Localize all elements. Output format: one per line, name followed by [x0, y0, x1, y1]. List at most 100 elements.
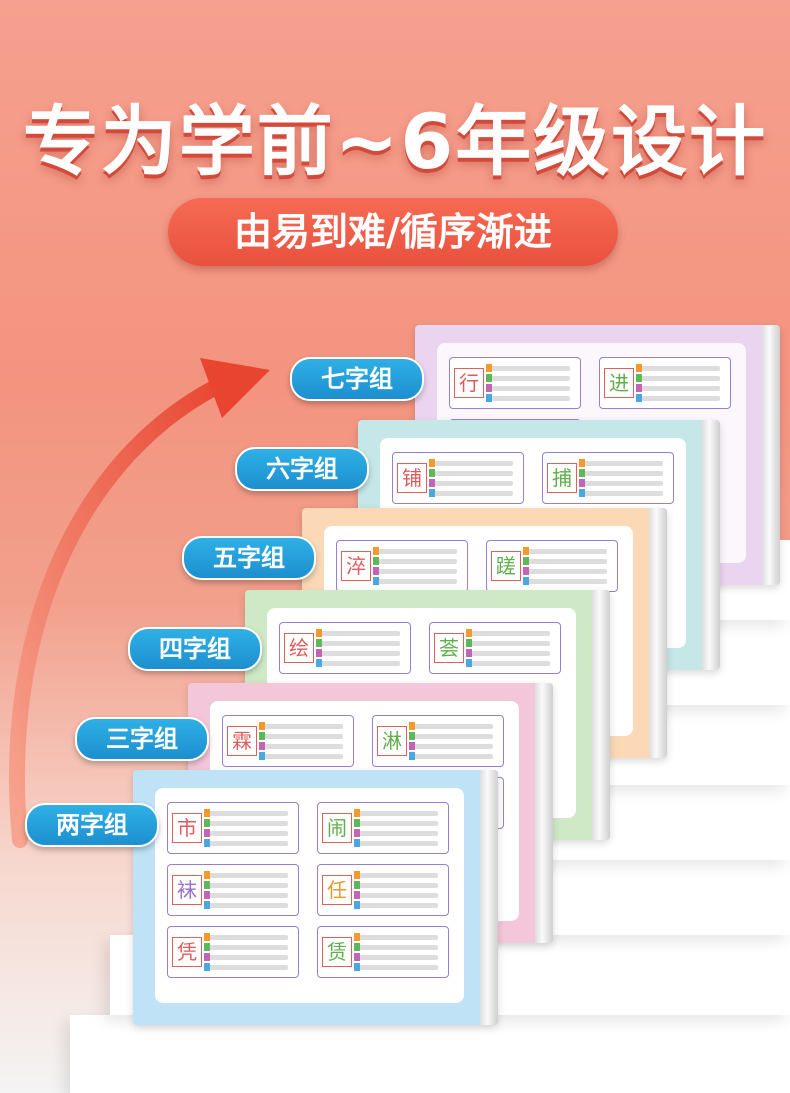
- color-tag: [316, 659, 322, 667]
- hanzi-char: 进: [604, 368, 634, 398]
- word-card: 霖: [222, 715, 354, 767]
- text-line: [490, 366, 570, 371]
- text-line: [263, 744, 343, 749]
- hanzi-char: 淬: [341, 551, 371, 581]
- text-line: [413, 744, 493, 749]
- word-card: 市: [167, 802, 299, 854]
- color-tag: [259, 732, 265, 740]
- text-line: [358, 873, 438, 878]
- hanzi-char: 淋: [377, 726, 407, 756]
- text-line: [470, 651, 550, 656]
- word-card: 进: [599, 357, 731, 409]
- hanzi-char: 蹉: [491, 551, 521, 581]
- text-line: [527, 579, 607, 584]
- color-tag: [429, 489, 435, 497]
- text-line: [377, 559, 457, 564]
- color-tag: [466, 659, 472, 667]
- text-line: [433, 471, 513, 476]
- level-label-four[interactable]: 四字组: [128, 627, 262, 671]
- level-label-two[interactable]: 两字组: [25, 803, 159, 847]
- color-tag: [373, 567, 379, 575]
- color-tag: [523, 567, 529, 575]
- text-line: [208, 811, 288, 816]
- text-line: [208, 883, 288, 888]
- level-label-six[interactable]: 六字组: [235, 447, 369, 491]
- color-tag: [354, 809, 360, 817]
- text-line: [320, 661, 400, 666]
- color-tag: [523, 547, 529, 555]
- hanzi-char: 市: [172, 813, 202, 843]
- level-label-seven[interactable]: 七字组: [290, 357, 424, 401]
- word-card: 绘: [279, 622, 411, 674]
- color-tag: [636, 394, 642, 402]
- word-card: 捕: [542, 452, 674, 504]
- word-card: 荟: [429, 622, 561, 674]
- text-line: [490, 396, 570, 401]
- color-tag: [354, 839, 360, 847]
- text-line: [527, 549, 607, 554]
- text-line: [208, 955, 288, 960]
- text-line: [208, 821, 288, 826]
- color-tag: [579, 469, 585, 477]
- color-tag: [316, 629, 322, 637]
- subtitle-pill: 由易到难/循序渐进: [168, 198, 618, 266]
- text-line: [320, 631, 400, 636]
- text-line: [358, 821, 438, 826]
- color-tag: [409, 732, 415, 740]
- color-tag: [354, 829, 360, 837]
- color-tag: [409, 752, 415, 760]
- text-line: [208, 831, 288, 836]
- hanzi-char: 铺: [397, 463, 427, 493]
- color-tag: [354, 963, 360, 971]
- color-tag: [204, 871, 210, 879]
- color-tag: [204, 963, 210, 971]
- color-tag: [204, 809, 210, 817]
- color-tag: [354, 819, 360, 827]
- color-tag: [204, 901, 210, 909]
- curved-arrow-icon: [9, 358, 270, 848]
- level-label-five[interactable]: 五字组: [182, 536, 316, 580]
- headline: 专为学前~6年级设计: [22, 97, 768, 186]
- color-tag: [204, 891, 210, 899]
- color-tag: [486, 364, 492, 372]
- text-line: [377, 569, 457, 574]
- color-tag: [204, 819, 210, 827]
- text-line: [358, 903, 438, 908]
- book-two: 市 闹袜任凭 赁: [133, 770, 498, 1025]
- color-tag: [466, 639, 472, 647]
- text-line: [640, 376, 720, 381]
- color-tag: [636, 364, 642, 372]
- color-tag: [409, 742, 415, 750]
- color-tag: [204, 829, 210, 837]
- text-line: [583, 471, 663, 476]
- word-card: 赁: [317, 926, 449, 978]
- text-line: [377, 549, 457, 554]
- word-card: 淬: [336, 540, 468, 592]
- text-line: [208, 945, 288, 950]
- text-line: [358, 955, 438, 960]
- color-tag: [523, 577, 529, 585]
- text-line: [358, 883, 438, 888]
- text-line: [640, 366, 720, 371]
- hanzi-char: 凭: [172, 937, 202, 967]
- word-card: 任: [317, 864, 449, 916]
- hanzi-char: 霖: [227, 726, 257, 756]
- word-card: 闹: [317, 802, 449, 854]
- level-label-three[interactable]: 三字组: [75, 717, 209, 761]
- color-tag: [259, 742, 265, 750]
- color-tag: [429, 479, 435, 487]
- text-line: [358, 831, 438, 836]
- color-tag: [204, 953, 210, 961]
- text-line: [358, 841, 438, 846]
- text-line: [433, 481, 513, 486]
- text-line: [470, 631, 550, 636]
- text-line: [208, 893, 288, 898]
- color-tag: [486, 394, 492, 402]
- color-tag: [259, 752, 265, 760]
- hanzi-char: 闹: [322, 813, 352, 843]
- word-card: 袜: [167, 864, 299, 916]
- color-tag: [486, 384, 492, 392]
- text-line: [358, 893, 438, 898]
- color-tag: [466, 629, 472, 637]
- text-line: [263, 724, 343, 729]
